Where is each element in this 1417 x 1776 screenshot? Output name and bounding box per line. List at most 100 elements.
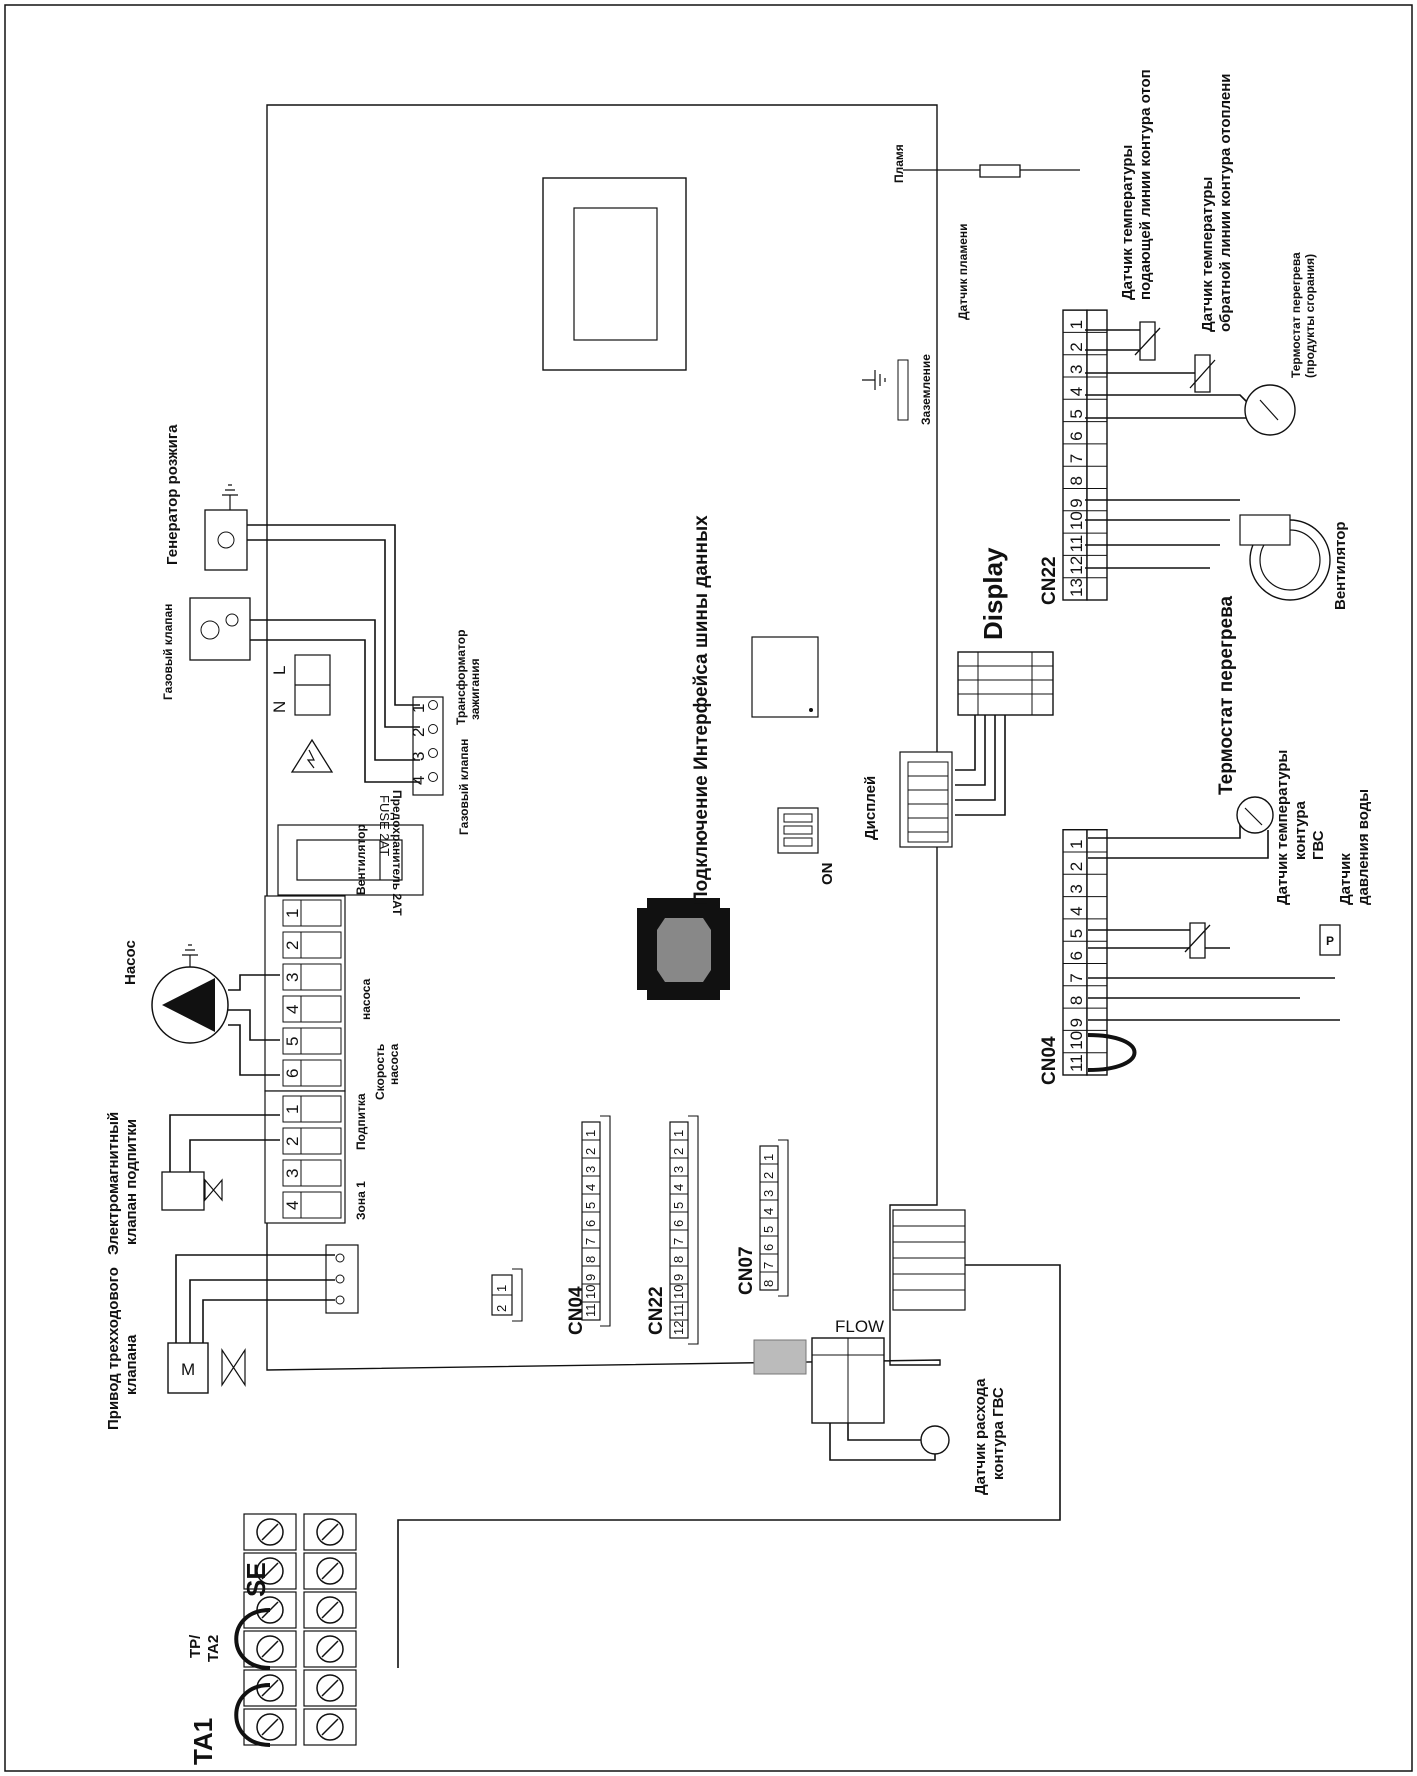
pin-number: 10 — [1067, 1031, 1086, 1050]
pin-number: 6 — [761, 1244, 776, 1251]
pin-number: 4 — [583, 1184, 598, 1191]
pin-number: 8 — [1067, 476, 1086, 485]
pin-number: 1 — [761, 1154, 776, 1161]
pin-number: 2 — [671, 1148, 686, 1155]
flow-sensor-label-2: контура ГВС — [990, 1387, 1007, 1480]
overheat-thermostat-icon — [1236, 796, 1274, 834]
cn04-jumper — [1087, 1033, 1137, 1072]
pin-number: 9 — [1067, 498, 1086, 507]
pin-number: 3 — [583, 1166, 598, 1173]
pin-number: 3 — [671, 1166, 686, 1173]
display-connector-cable[interactable] — [957, 651, 1054, 716]
pin-number: 12 — [671, 1321, 686, 1335]
pin-number: 2 — [761, 1172, 776, 1179]
high-voltage-icon — [290, 738, 334, 773]
pin-number: 4 — [671, 1184, 686, 1191]
flame-sensor-label: Датчик пламени — [956, 223, 970, 320]
pin-number: 4 — [1067, 906, 1086, 915]
lcd-frame — [542, 177, 687, 371]
motor-label: M — [181, 1360, 195, 1379]
pin-number: 8 — [1067, 996, 1086, 1005]
pin-number: 1 — [409, 704, 428, 713]
pin-number: 6 — [583, 1220, 598, 1227]
ta1-jumper[interactable] — [234, 1683, 271, 1747]
control-board — [266, 104, 941, 1371]
pin-body — [300, 1191, 342, 1219]
pin-number: 5 — [283, 1037, 302, 1046]
label-L: L — [270, 666, 289, 675]
terminal-ta1-label: TA1 — [188, 1718, 218, 1765]
pin-number: 3 — [1067, 365, 1086, 374]
flow-sensor-label-1: Датчик расхода — [972, 1378, 989, 1495]
pin-number: 3 — [283, 973, 302, 982]
pin-number: 2 — [283, 1137, 302, 1146]
ignition-generator-label: Генератор розжига — [164, 424, 181, 565]
flue-thermostat-icon — [1244, 384, 1296, 436]
ignition-transformer-label-2: зажигания — [468, 658, 482, 720]
pin-number: 7 — [1067, 973, 1086, 982]
flow-connector[interactable] — [753, 1337, 885, 1424]
pin-number: 8 — [583, 1256, 598, 1263]
pin-number: 10 — [1067, 511, 1086, 530]
left-connector-a — [264, 895, 346, 1092]
tp-ta2-jumper[interactable] — [234, 1608, 271, 1670]
supply-temp-label-1: Датчик температуры — [1119, 145, 1136, 300]
pin-body — [300, 1095, 342, 1123]
three-way-label-1: Привод трехходового — [105, 1267, 122, 1430]
display-connector-board[interactable] — [899, 751, 953, 848]
pin-number: 2 — [409, 728, 428, 737]
pin-number: 11 — [583, 1304, 598, 1318]
solenoid-valve-icon — [161, 1171, 205, 1211]
pin-number: 9 — [583, 1274, 598, 1281]
lower-board-connector[interactable] — [892, 1209, 966, 1311]
gas-valve-top-label: Газовый клапан — [161, 604, 175, 700]
water-pressure-label-2: давления воды — [1355, 789, 1372, 905]
pin-number: 6 — [1067, 951, 1086, 960]
pin-number: 10 — [583, 1285, 598, 1299]
pin-number: 5 — [1067, 409, 1086, 418]
pin-number: 1 — [283, 909, 302, 918]
pin-body — [300, 963, 342, 991]
display-en-label: Display — [978, 547, 1008, 640]
three-way-actuator-icon — [167, 1342, 209, 1394]
pin-number: 3 — [409, 752, 428, 761]
outer-frame — [4, 4, 1413, 1772]
pin-number: 6 — [283, 1069, 302, 1078]
flue-thermostat-label-1: Термостат перегрева — [1289, 252, 1303, 378]
water-pressure-label-1: Датчик — [1337, 853, 1354, 905]
pin-number: 5 — [761, 1226, 776, 1233]
bus-interface-label: Подключение Интерфейса шины данных — [691, 515, 712, 905]
pin-body — [300, 1159, 342, 1187]
pin-number: 13 — [1067, 578, 1086, 597]
cn04-board-label: CN04 — [566, 1286, 587, 1335]
cn22-board-label: CN22 — [646, 1286, 667, 1335]
pump-speed-label-1: Скорость — [373, 1044, 387, 1100]
on-label: ON — [819, 863, 836, 886]
dip-switch[interactable] — [777, 807, 819, 854]
return-temp-label-2: обратной линии контура отоплени — [1217, 74, 1234, 333]
solenoid-label-1: Электромагнитный — [105, 1112, 122, 1255]
dhw-temp-label-2: контура — [1292, 800, 1309, 860]
chip — [751, 636, 819, 718]
pin-body — [300, 1127, 342, 1155]
return-temp-sensor-icon — [1189, 354, 1216, 393]
pin-number: 7 — [671, 1238, 686, 1245]
pin-number: 7 — [761, 1262, 776, 1269]
fan-right-label: Вентилятор — [1332, 521, 1349, 610]
pin-number: 4 — [761, 1208, 776, 1215]
pin-number: 12 — [1067, 556, 1086, 575]
pin-number: 11 — [671, 1304, 686, 1318]
terminal-strip — [243, 1513, 357, 1746]
pin-number: 7 — [1067, 454, 1086, 463]
pin-number: 6 — [1067, 431, 1086, 440]
supply-temp-sensor-icon — [1134, 321, 1161, 361]
display-ru-label: Дисплей — [862, 776, 879, 840]
small-2pin-connector[interactable]: 21 — [491, 1268, 523, 1322]
ignition-generator-icon — [204, 509, 248, 571]
fuse — [296, 839, 403, 881]
